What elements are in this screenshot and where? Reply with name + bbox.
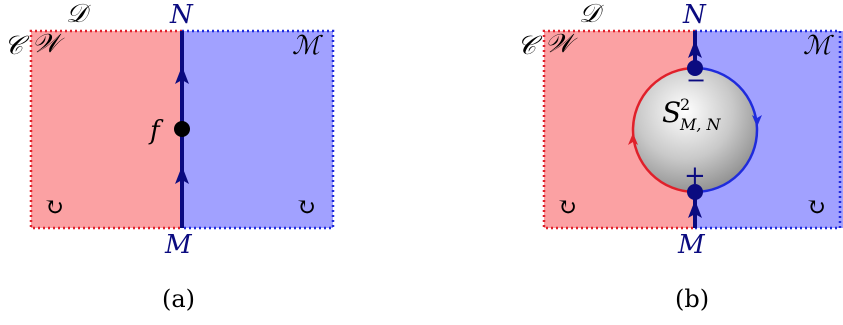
sphere-left-boundary [631,66,696,194]
arrow-up-icon [688,40,702,58]
label-c-b: 𝒞 [517,31,543,61]
arrow-up-icon [688,200,702,218]
border-blue-a [182,29,335,230]
label-c-a: 𝒞 [4,31,30,61]
label-plus: + [684,161,706,191]
rotation-icon: ↻ [806,193,826,221]
arrow-up-icon [175,66,189,84]
label-mcal-b: ℳ [803,31,834,61]
rotation-icon: ↻ [296,193,316,221]
label-m-a: M [164,230,193,260]
sphere-right-boundary [694,66,759,194]
label-mcal-a: ℳ [292,31,323,61]
label-n-a: N [169,0,194,30]
point-south [687,184,703,200]
point-f [174,121,190,137]
label-d-a: 𝒟 [66,0,91,29]
sphere [633,68,757,192]
panel-b: − + S 2 M, N 𝒟 N 𝒞 𝒲 ℳ M ↻ ↻ (b) [517,0,843,313]
panel-a: 𝒟 N 𝒞 𝒲 ℳ f M ↻ ↻ (a) [4,0,335,313]
sphere-label-sub: M, N [679,115,722,134]
label-n-b: N [682,0,707,30]
rotation-icon: ↻ [44,193,64,221]
rotation-icon: ↻ [557,193,577,221]
point-north [687,60,703,76]
arrow-down-icon [752,115,762,127]
region-w-a [31,31,182,228]
label-m-b: M [677,230,706,260]
arrow-up-icon [628,133,638,145]
border-red-b [542,29,695,230]
arrow-up-icon [175,166,189,184]
sphere-label: S [662,96,681,129]
label-minus: − [686,66,706,94]
label-d-b: 𝒟 [579,0,604,29]
border-red-a [29,29,182,230]
region-m-a [182,31,333,228]
caption-a: (a) [162,285,195,313]
sphere-label-sup: 2 [680,95,690,114]
caption-b: (b) [675,285,709,313]
